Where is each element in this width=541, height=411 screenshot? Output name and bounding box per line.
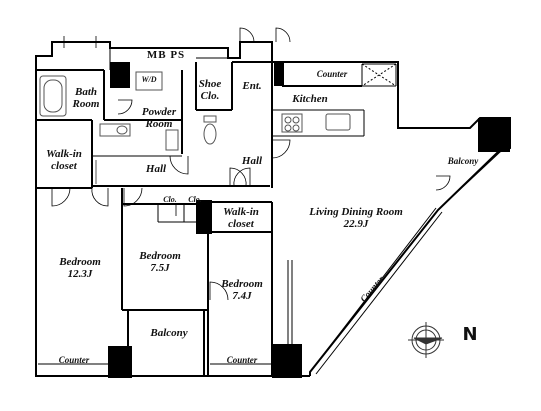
shoe-clo-line-1: Shoe (198, 78, 222, 90)
walk-in-closet-left-label: Walk-in closet (38, 148, 90, 172)
bath-room-line-2: Room (72, 98, 100, 110)
compass (408, 322, 444, 358)
north-label: N (462, 324, 478, 345)
wd-label: W/D (141, 75, 157, 84)
bedroom-3-line-2: 7.4J (232, 290, 252, 302)
powder-room-line-2: Room (145, 118, 173, 130)
walk-in-closet-mid-line-1: Walk-in (223, 206, 259, 218)
hall-left-label: Hall (145, 163, 167, 175)
walk-in-closet-left-line-1: Walk-in (46, 148, 82, 160)
bedroom-1-line-1: Bedroom (59, 256, 101, 268)
bedroom-1-label: Bedroom 12.3J (50, 256, 110, 280)
doors (51, 27, 451, 301)
bedroom-2-line-1: Bedroom (139, 250, 181, 262)
powder-room-line-1: Powder (141, 106, 177, 118)
clo-2-label: Clo. (188, 195, 202, 204)
hall-right-label: Hall (241, 155, 263, 167)
exterior-walls (35, 41, 511, 377)
counter-top-label: Counter (316, 69, 348, 79)
kitchen-label: Kitchen (292, 93, 328, 105)
counter-left-label: Counter (58, 355, 90, 365)
mb-ps-label: MB PS (146, 49, 186, 61)
bedroom-2-label: Bedroom 7.5J (130, 250, 190, 274)
balcony-bottom-label: Balcony (150, 327, 188, 339)
ent-label: Ent. (242, 80, 262, 92)
counter-mid-label: Counter (226, 355, 258, 365)
bath-room-label: Bath Room (66, 86, 106, 110)
columns (108, 62, 510, 378)
living-dining-room-line-2: 22.9J (343, 218, 369, 230)
clo-1-label: Clo. (163, 195, 177, 204)
bath-room-line-1: Bath (74, 86, 97, 98)
balcony-right-label: Balcony (447, 156, 479, 166)
walk-in-closet-mid-line-2: closet (228, 218, 254, 230)
thin-walls (38, 48, 501, 375)
bedroom-2-line-2: 7.5J (150, 262, 170, 274)
shoe-clo-line-2: Clo. (200, 90, 220, 102)
powder-room-label: Powder Room (134, 106, 184, 130)
living-dining-room-label: Living Dining Room 22.9J (296, 206, 416, 230)
walk-in-closet-mid-label: Walk-in closet (212, 206, 270, 230)
fixtures (39, 71, 351, 184)
walk-in-closet-left-line-2: closet (51, 160, 77, 172)
bedroom-3-label: Bedroom 7.4J (214, 278, 270, 302)
living-dining-room-line-1: Living Dining Room (309, 206, 403, 218)
bedroom-1-line-2: 12.3J (67, 268, 93, 280)
shoe-clo-label: Shoe Clo. (192, 78, 228, 102)
bedroom-3-line-1: Bedroom (221, 278, 263, 290)
